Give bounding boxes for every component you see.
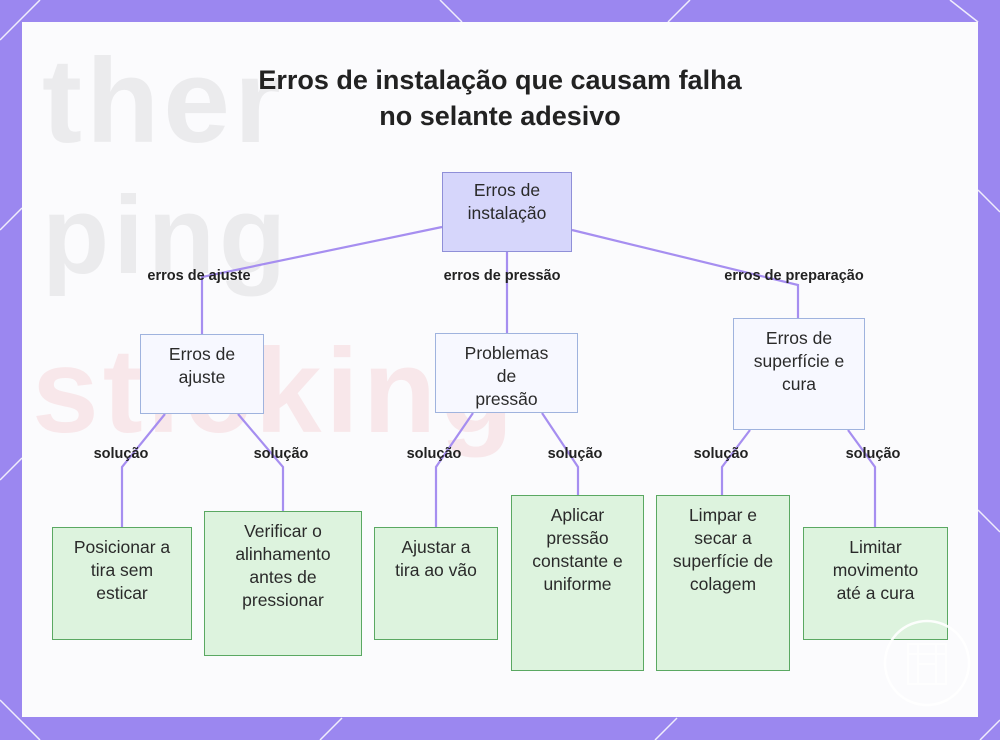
node-ajustar-a-tira: Ajustar a tira ao vão	[374, 527, 498, 640]
connector-pressao-ajustar	[434, 412, 474, 527]
edge-label-erros-ajuste: erros de ajuste	[147, 268, 251, 284]
edge-label-erros-preparacao: erros de preparação	[724, 268, 864, 284]
diagram-title: Erros de instalação que causam falha no …	[0, 62, 1000, 134]
edge-label-solucao: solução	[253, 446, 309, 462]
node-erros-de-superficie-e-cura: Erros de superfície e cura	[733, 318, 865, 430]
edge-label-erros-pressao: erros de pressão	[443, 268, 561, 284]
edge-label-solucao: solução	[693, 446, 749, 462]
background-word-2: ping	[42, 174, 291, 297]
connector-root-ajuste	[200, 225, 443, 334]
node-erros-de-ajuste: Erros de ajuste	[140, 334, 264, 414]
title-line-2: no selante adesivo	[379, 101, 621, 131]
connector-root-superficie	[571, 228, 800, 318]
connector-superficie-limitar	[847, 429, 877, 527]
edge-label-solucao: solução	[845, 446, 901, 462]
node-problemas-de-pressao: Problemas de pressão	[435, 333, 578, 413]
node-limpar-e-secar: Limpar e secar a superfície de colagem	[656, 495, 790, 671]
connector-ajuste-verificar	[237, 413, 285, 511]
node-limitar-movimento: Limitar movimento até a cura	[803, 527, 948, 640]
background-word-1: ther	[42, 34, 285, 168]
connector-superficie-limpar	[720, 429, 751, 495]
edge-label-solucao: solução	[93, 446, 149, 462]
node-verificar-o-alinhamento: Verificar o alinhamento antes de pressio…	[204, 511, 362, 656]
watermark-logo-icon	[883, 619, 971, 707]
connector-pressao-aplicar	[541, 412, 580, 495]
title-line-1: Erros de instalação que causam falha	[258, 65, 742, 95]
node-aplicar-pressao: Aplicar pressão constante e uniforme	[511, 495, 644, 671]
node-posicionar-a-tira: Posicionar a tira sem esticar	[52, 527, 192, 640]
edge-label-solucao: solução	[547, 446, 603, 462]
connector-ajuste-posicionar	[120, 413, 166, 527]
node-erros-de-instalacao: Erros de instalação	[442, 172, 572, 252]
edge-label-solucao: solução	[406, 446, 462, 462]
background-word-3: sticking	[32, 324, 518, 458]
